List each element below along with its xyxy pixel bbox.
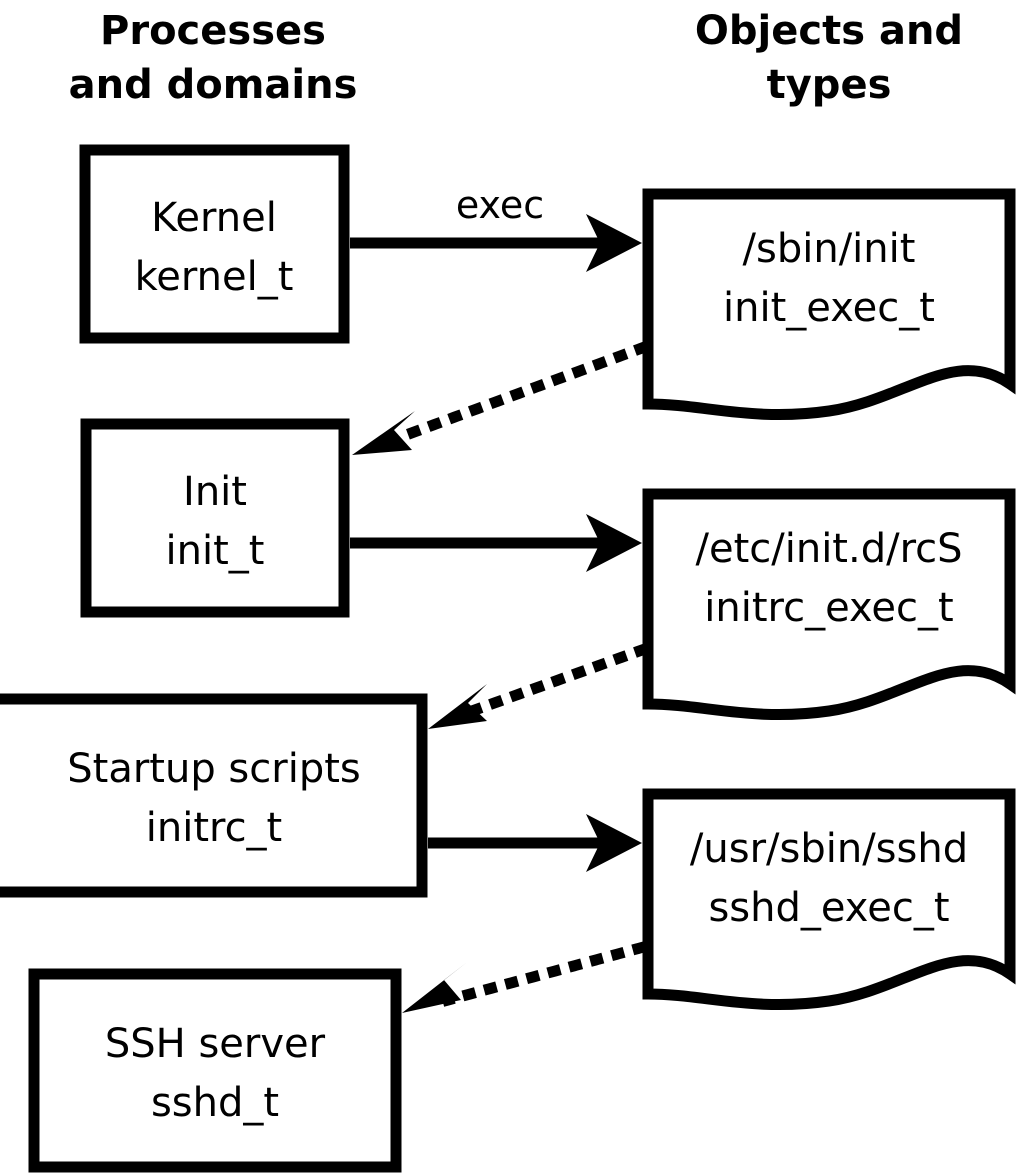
object-doc-initrc-exec[interactable]: /etc/init.d/rcS initrc_exec_t [642, 488, 1016, 721]
object-doc-init-exec-line2: init_exec_t [723, 285, 935, 331]
column-header-objects-line2: types [767, 62, 892, 108]
process-box-init[interactable]: Init init_t [80, 418, 350, 618]
edge-init-exec-initrc-exec [350, 514, 642, 572]
edge-sshd-exec-transition-sshd [402, 941, 647, 1013]
object-doc-init-exec-shape [642, 188, 1016, 421]
edge-line-dotted [390, 340, 650, 446]
process-box-init-line2: init_t [166, 528, 265, 574]
column-header-processes-line2: and domains [69, 62, 358, 108]
process-box-ssh-server-line1: SSH server [105, 1021, 326, 1067]
object-doc-initrc-exec-shape [642, 488, 1016, 721]
process-box-ssh-server-line2: sshd_t [151, 1080, 279, 1126]
arrowhead-icon [428, 684, 487, 729]
column-header-objects: Objects and types [695, 8, 963, 108]
process-box-init-line1: Init [183, 469, 247, 515]
arrowhead-icon [586, 214, 642, 272]
object-doc-sshd-exec-shape [642, 788, 1016, 1011]
process-box-kernel-line1: Kernel [151, 195, 277, 241]
object-doc-sshd-exec-line1: /usr/sbin/sshd [690, 826, 968, 872]
edge-label-exec: exec [456, 183, 544, 227]
object-doc-initrc-exec-line1: /etc/init.d/rcS [695, 526, 962, 572]
process-box-startup-scripts-shape [0, 693, 428, 898]
column-header-objects-line1: Objects and [695, 8, 963, 54]
object-doc-init-exec[interactable]: /sbin/init init_exec_t [642, 188, 1016, 421]
edge-line-dotted [441, 941, 647, 1007]
process-box-startup-scripts-line2: initrc_t [146, 805, 283, 851]
process-box-startup-scripts-line1: Startup scripts [67, 746, 360, 792]
arrowhead-icon [586, 514, 642, 572]
arrowhead-icon [352, 411, 415, 455]
object-doc-sshd-exec-line2: sshd_exec_t [708, 885, 949, 931]
process-box-kernel-line2: kernel_t [135, 254, 294, 300]
process-box-kernel-shape [79, 144, 350, 344]
process-box-ssh-server[interactable]: SSH server sshd_t [28, 968, 402, 1173]
edge-init-exec-transition-init [352, 340, 650, 455]
arrowhead-icon [402, 963, 466, 1013]
edge-line-dotted [464, 642, 650, 719]
edge-kernel-exec-init-exec: exec [350, 183, 642, 272]
process-box-kernel[interactable]: Kernel kernel_t [79, 144, 350, 344]
process-box-startup-scripts[interactable]: Startup scripts initrc_t [0, 693, 428, 898]
object-doc-init-exec-line1: /sbin/init [743, 226, 916, 272]
edge-initrc-exec-sshd-exec [428, 814, 642, 872]
object-doc-initrc-exec-line2: initrc_exec_t [704, 585, 953, 631]
column-header-processes: Processes and domains [69, 8, 358, 108]
process-box-ssh-server-shape [28, 968, 402, 1173]
arrowhead-icon [586, 814, 642, 872]
process-box-init-shape [80, 418, 350, 618]
column-header-processes-line1: Processes [100, 8, 326, 54]
edge-initrc-exec-transition-initrc [428, 642, 650, 729]
object-doc-sshd-exec[interactable]: /usr/sbin/sshd sshd_exec_t [642, 788, 1016, 1011]
